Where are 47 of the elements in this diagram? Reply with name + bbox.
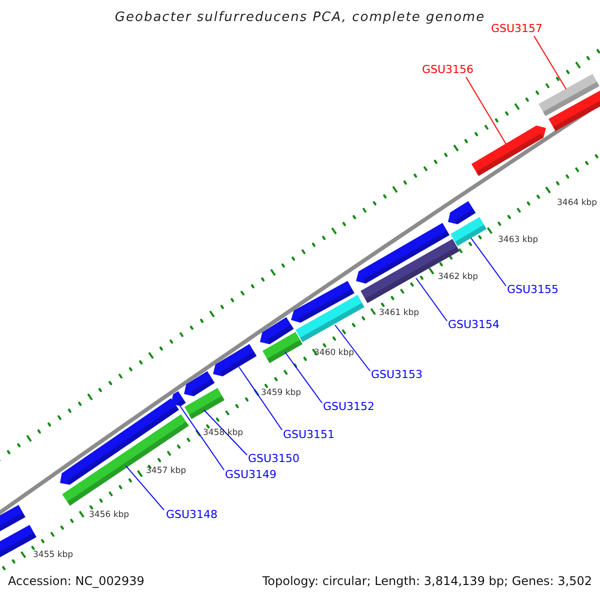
position-label: 3455 kbp: [33, 550, 74, 560]
leader-line: [534, 36, 566, 90]
gene-block: [448, 201, 476, 224]
gene-block: [471, 126, 546, 176]
gene-block: [213, 344, 257, 376]
leader-line: [238, 366, 282, 430]
gene-block: [296, 294, 364, 342]
leader-line: [284, 352, 322, 404]
leader-line: [204, 410, 248, 456]
position-label: 3462 kbp: [438, 272, 478, 282]
gene-label: GSU3150: [248, 452, 300, 465]
position-label: 3461 kbp: [379, 308, 420, 318]
gene-block: [0, 504, 26, 532]
gene-block: [548, 90, 600, 132]
gene-label: GSU3151: [283, 428, 335, 441]
gene-block: [538, 74, 600, 116]
leader-line: [466, 76, 506, 144]
gene-block: [262, 332, 302, 364]
position-label: 3464 kbp: [557, 198, 598, 208]
gene-block: [291, 280, 354, 323]
gene-label: GSU3154: [448, 318, 500, 331]
gene-label: GSU3149: [225, 468, 277, 481]
gene-block: [184, 371, 215, 396]
gene-label: GSU3153: [371, 368, 423, 381]
position-label: 3458 kbp: [203, 428, 244, 438]
footer-note: Topology: circular; Length: 3,814,139 bp; Genes: 3,502: [262, 573, 592, 590]
gene-block: [260, 317, 294, 344]
gene-block: [171, 391, 186, 406]
gene-block: [184, 388, 224, 420]
gene-block: [62, 414, 189, 506]
gene-label: GSU3155: [507, 283, 559, 296]
gene-block: [360, 238, 460, 304]
position-label: 3463 kbp: [498, 235, 538, 245]
leader-line: [126, 466, 164, 510]
footer-note: Accession: NC_002939: [8, 573, 144, 590]
position-label: 3459 kbp: [261, 388, 302, 398]
gene-block: [450, 217, 486, 246]
leader-line: [416, 278, 448, 322]
position-label: 3457 kbp: [146, 466, 186, 476]
leader-line: [334, 324, 370, 372]
leader-line: [180, 406, 224, 470]
gene-label: GSU3152: [323, 400, 375, 413]
gene-label: GSU3157: [491, 22, 543, 35]
gene-label: GSU3148: [166, 508, 218, 521]
diagram-title: Geobacter sulfurreducens PCA, complete genome: [114, 9, 486, 27]
leader-line: [470, 238, 506, 286]
gene-label: GSU3156: [422, 63, 474, 76]
